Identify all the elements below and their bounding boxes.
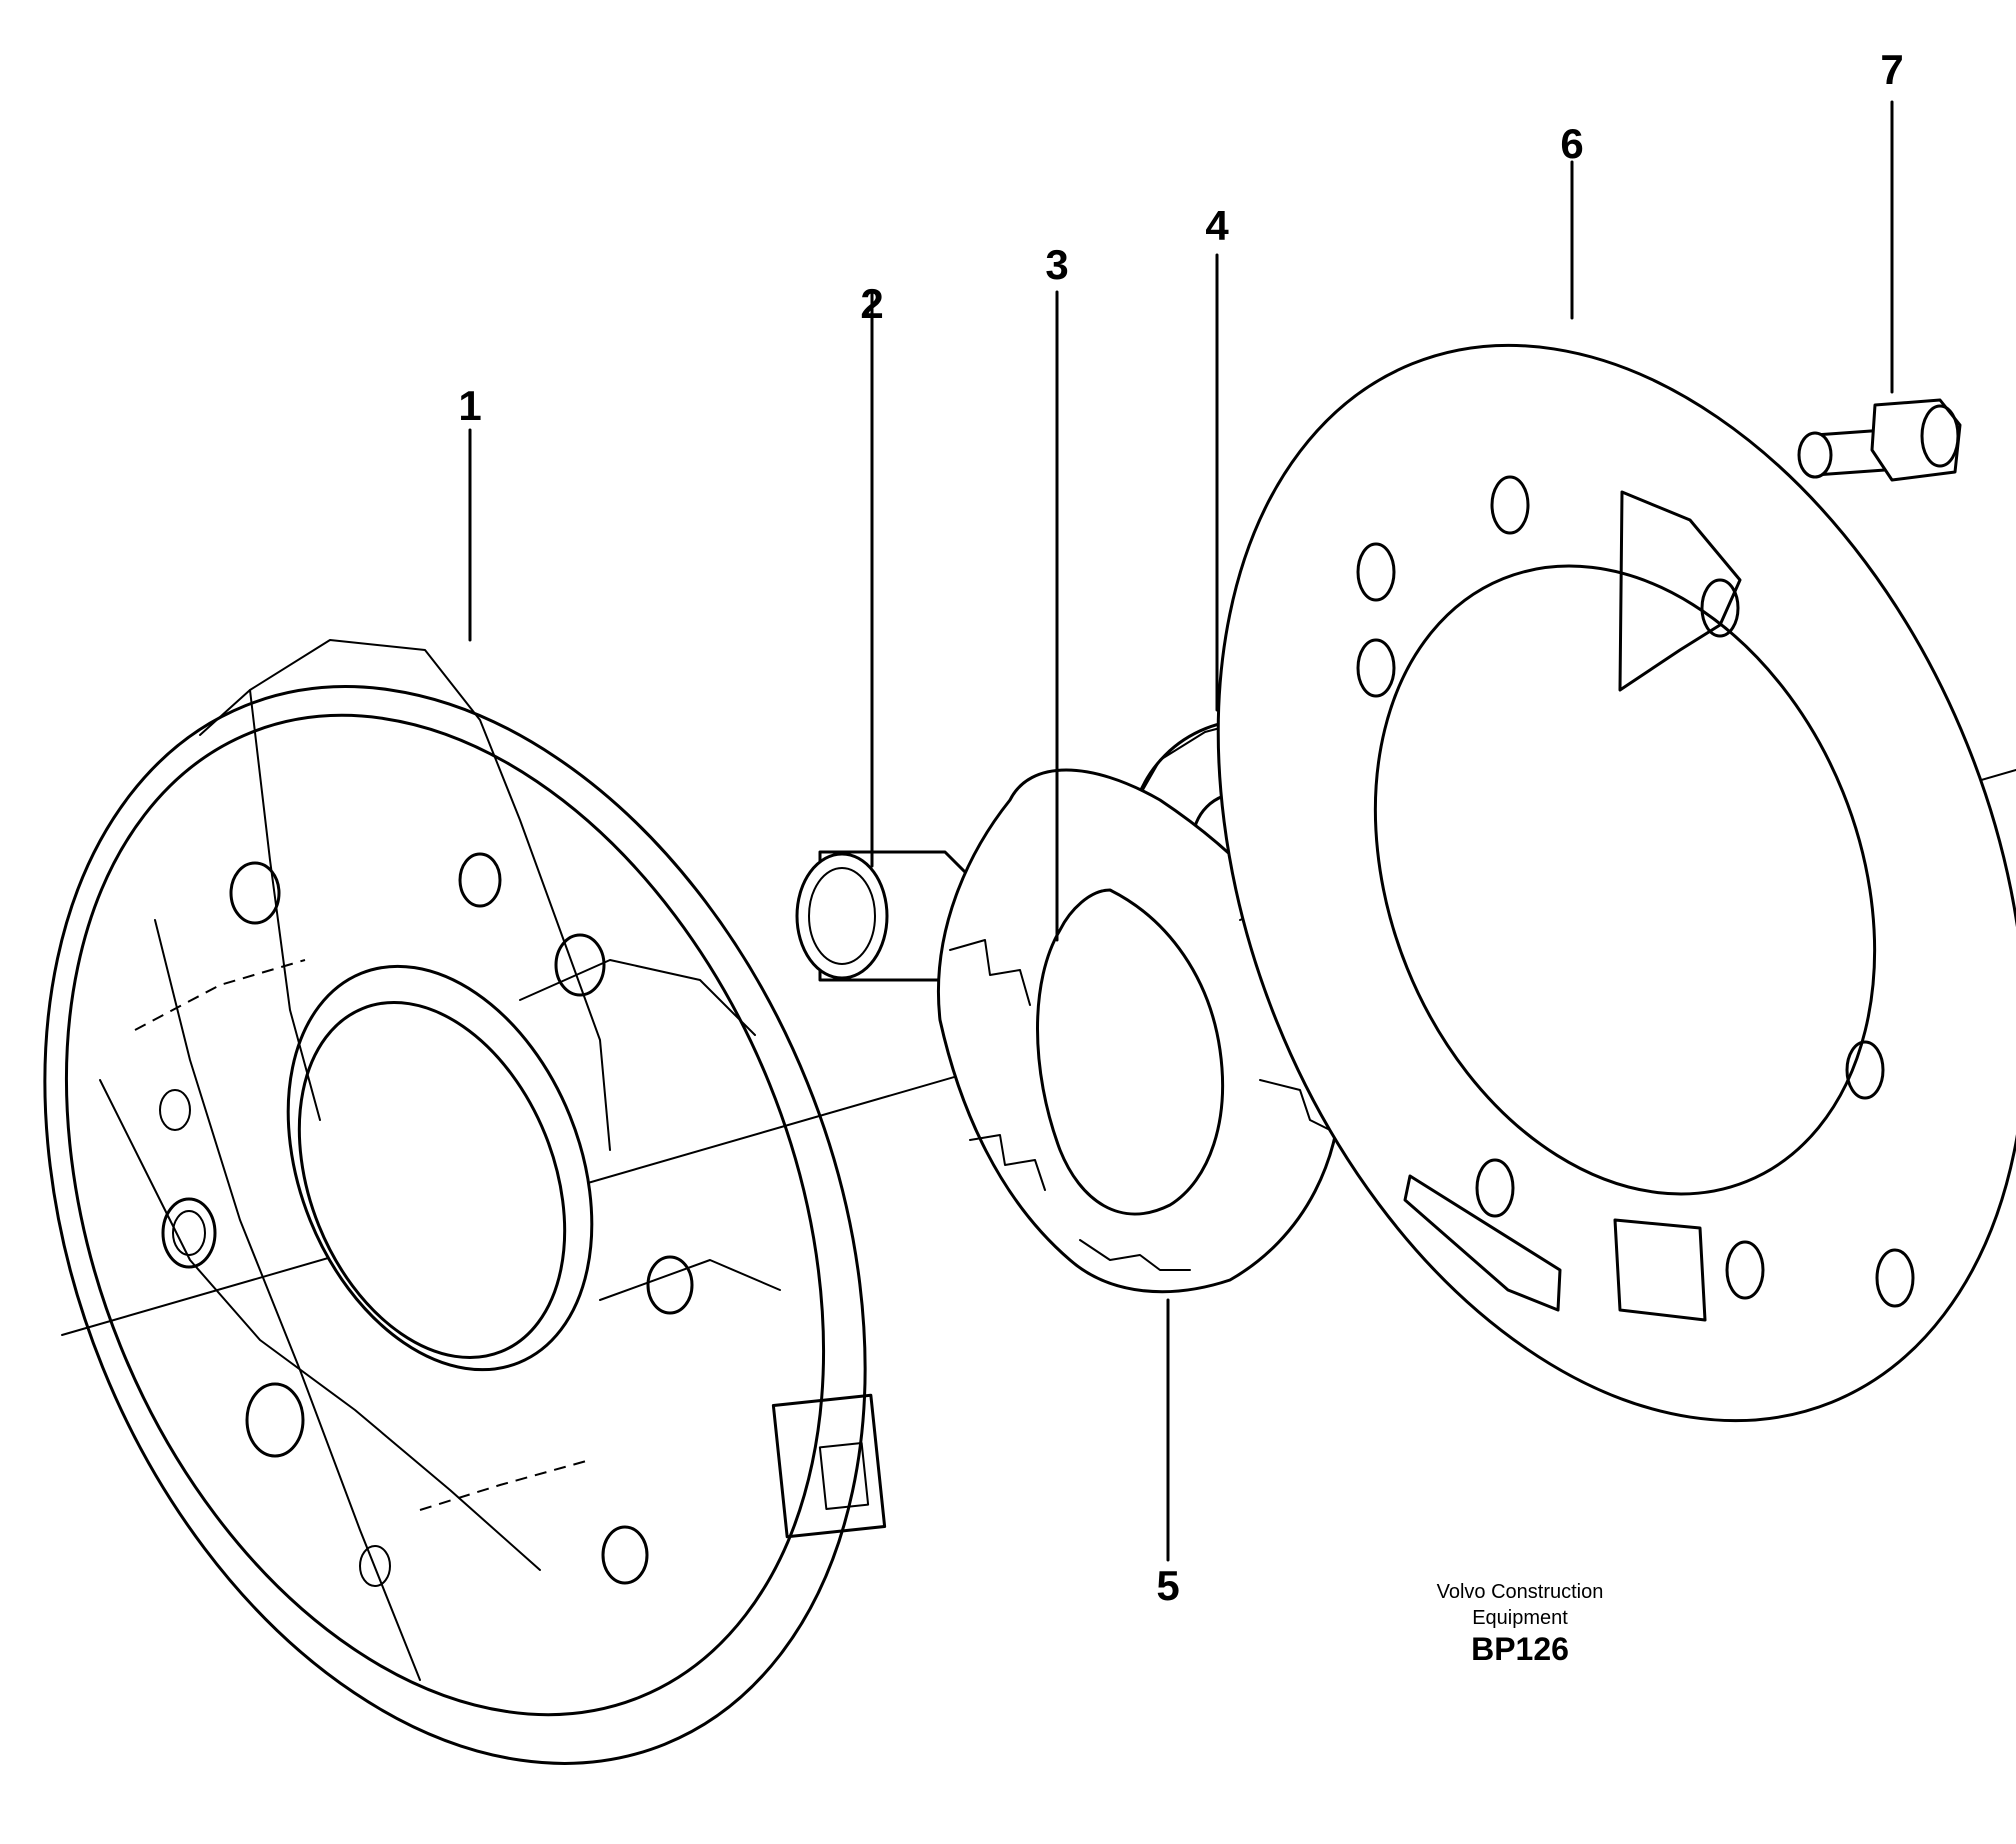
- callout-6: 6: [1560, 120, 1583, 167]
- callout-4: 4: [1205, 202, 1229, 249]
- caption-brand-line-1: Volvo Construction: [1437, 1581, 1604, 1603]
- caption-brand-line-2: Equipment: [1472, 1607, 1568, 1629]
- callout-5: 5: [1156, 1562, 1179, 1609]
- part-7-bolt: [1797, 398, 1962, 482]
- part-1-pump-housing: [43, 639, 887, 1765]
- part-6-cover-plate: [1216, 343, 2016, 1423]
- callout-1: 1: [458, 382, 481, 429]
- callout-3: 3: [1045, 241, 1068, 288]
- callout-labels: 1 2 3 4 5 6 7: [458, 46, 1903, 1609]
- caption-diagram-code: BP126: [1471, 1631, 1569, 1667]
- callout-2: 2: [860, 280, 883, 327]
- callout-7: 7: [1880, 46, 1903, 93]
- diagram-caption: Volvo Construction Equipment BP126: [1437, 1581, 1604, 1667]
- leader-lines: [468, 100, 1894, 1562]
